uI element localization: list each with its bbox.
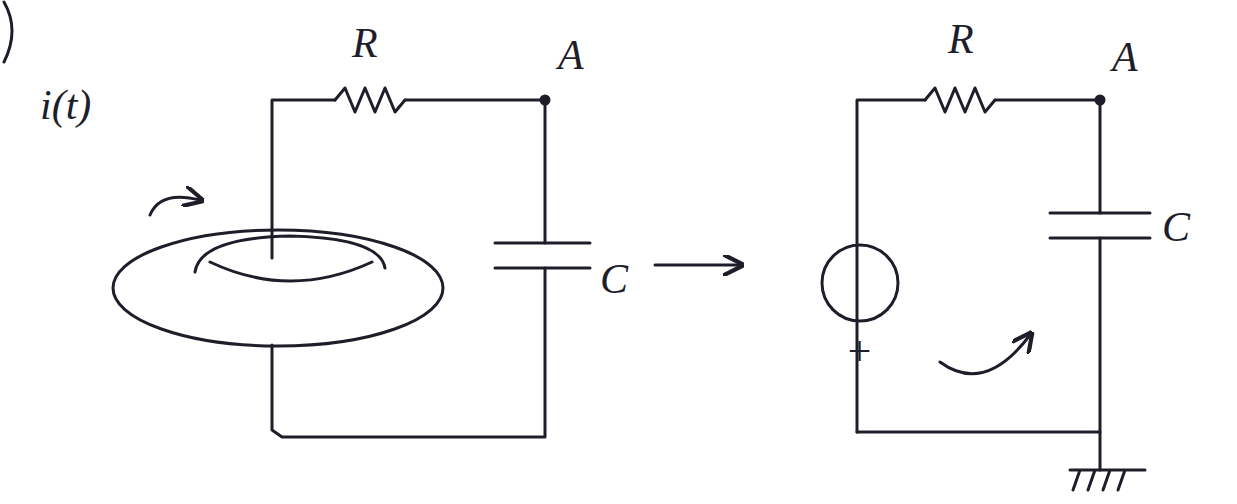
node-dot [541,96,549,104]
current-label: i(t) [40,84,91,126]
capacitor-symbol [495,243,590,268]
wire [405,100,545,243]
right-circuit [822,88,1150,490]
toroid-hole [210,262,372,281]
node-dot [1096,96,1104,104]
number-bracket [4,2,12,62]
current-arrow [150,197,200,215]
wire [272,268,545,437]
ground-symbol [1070,470,1145,490]
component-label: R [948,18,974,60]
component-label: R [352,22,378,64]
capacitor-symbol [1050,213,1150,238]
wire [272,100,335,258]
resistor-symbol [335,88,405,112]
component-label: C [1162,206,1190,248]
loop-arrow [940,335,1030,374]
polarity-sign: + [845,330,873,372]
wire [995,100,1100,213]
wire [857,431,1100,434]
resistor-symbol [925,88,995,112]
toroid-core [113,230,443,346]
component-label: A [1112,36,1138,78]
component-label: A [558,34,584,76]
wire [1099,238,1102,470]
left-circuit [113,88,590,437]
equivalence-arrow [655,264,740,267]
voltage-source-symbol [822,245,898,321]
component-label: C [600,258,628,300]
wire [857,100,925,432]
